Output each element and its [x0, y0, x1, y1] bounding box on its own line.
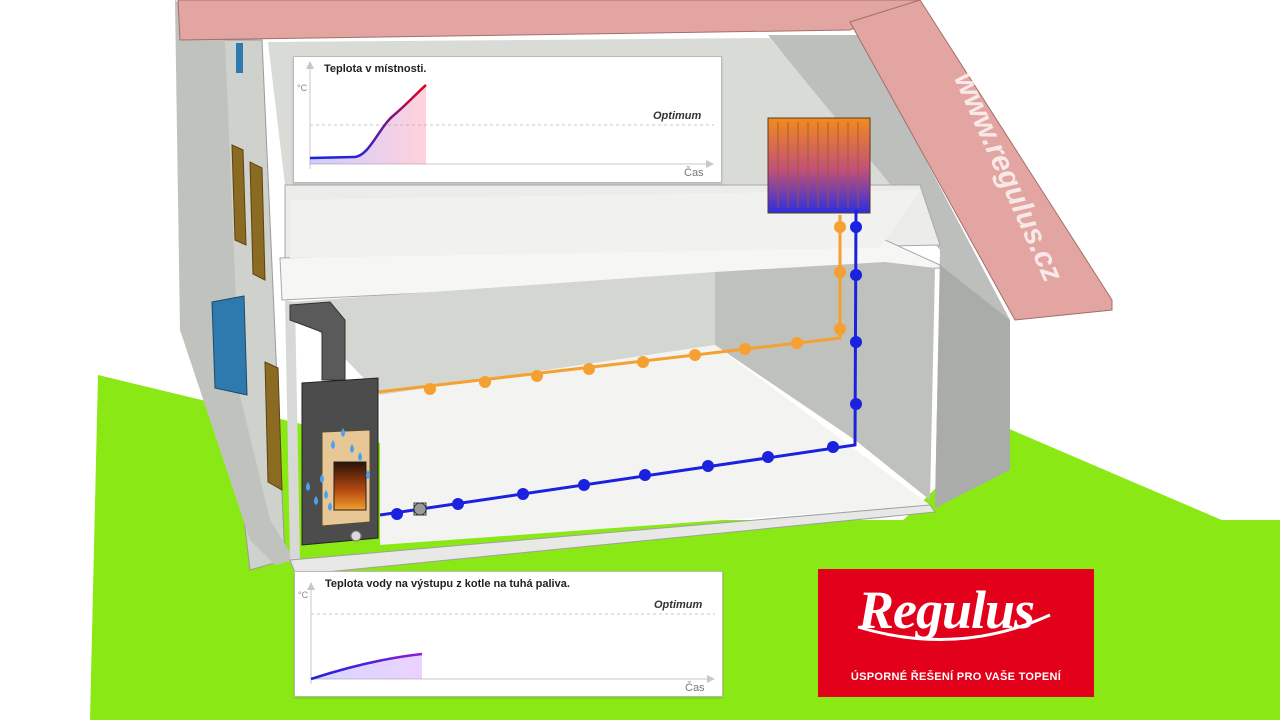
- regulus-logo: Regulus ÚSPORNÉ ŘEŠENÍ PRO VAŠE TOPENÍ: [818, 569, 1094, 697]
- room-chart-plot: [306, 61, 714, 169]
- room-chart-y-label: °C: [297, 83, 308, 93]
- water-chart-plot: [307, 582, 715, 684]
- roof-right: [849, 0, 1113, 321]
- water-chart-y-arrow: [307, 582, 315, 590]
- window-top: [236, 43, 243, 73]
- window-shutter-3: [264, 361, 283, 491]
- water-chart-x-arrow: [707, 675, 715, 683]
- water-chart-line: [310, 652, 423, 681]
- window-blue: [211, 295, 248, 396]
- boiler-water-temperature-chart: Teplota vody na výstupu z kotle na tuhá …: [294, 571, 723, 697]
- logo-tagline: ÚSPORNÉ ŘEŠENÍ PRO VAŠE TOPENÍ: [850, 671, 1062, 683]
- chimney-flue: [289, 301, 346, 381]
- logo-swoosh: [857, 613, 1051, 641]
- foundation: [289, 504, 936, 576]
- room-chart-title: Teplota v místnosti.: [324, 63, 427, 75]
- water-chart-title: Teplota vody na výstupu z kotle na tuhá …: [325, 578, 570, 590]
- water-chart-optimum-label: Optimum: [654, 599, 703, 611]
- water-chart-y-label: °C: [298, 590, 309, 600]
- cold-pipe-dots: [391, 221, 862, 520]
- pump: [413, 502, 427, 516]
- room-chart-x-label: Čas: [684, 167, 704, 179]
- upper-room-floor: [290, 190, 920, 258]
- room-back-wall: [290, 272, 715, 395]
- window-shutter-2: [249, 161, 266, 281]
- room-chart-optimum-label: Optimum: [653, 110, 702, 122]
- window-shutter-1: [231, 144, 247, 246]
- roof-top: [177, 0, 921, 41]
- cold-pipe: [379, 209, 858, 517]
- room-chart-y-arrow: [306, 61, 314, 69]
- room-chart-line: [309, 84, 427, 160]
- room-temperature-chart: Teplota v místnosti. Optimum Čas °C: [293, 56, 722, 183]
- room-chart-area: [310, 85, 426, 164]
- hot-pipe-dots: [424, 221, 846, 395]
- water-chart-x-label: Čas: [685, 682, 705, 694]
- water-chart-area: [311, 654, 422, 679]
- solid-fuel-boiler: [301, 377, 379, 546]
- room-left-wall: [285, 300, 300, 560]
- radiator: [767, 117, 871, 214]
- logo-brand: Regulus: [858, 580, 1035, 640]
- room-right-wall: [715, 262, 935, 500]
- room-chart-x-arrow: [706, 160, 714, 168]
- right-wall: [935, 265, 1010, 508]
- left-wall-front: [175, 0, 295, 565]
